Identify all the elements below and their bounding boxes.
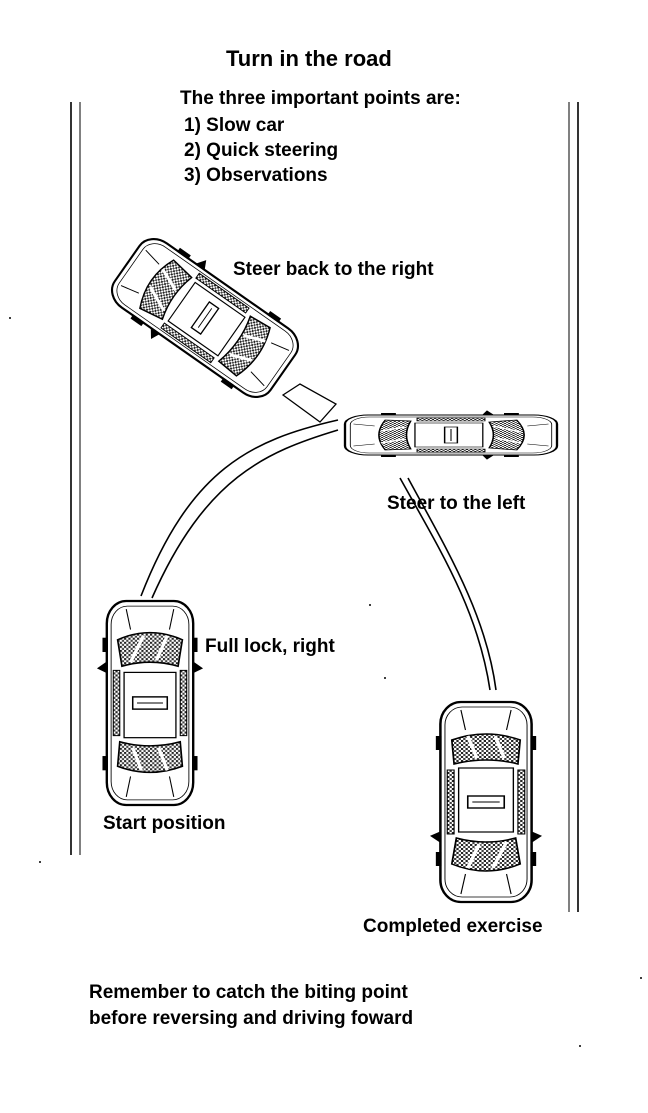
diagram-title: Turn in the road	[226, 46, 392, 71]
path-arc-final-outer	[399, 477, 491, 691]
point-quick-steering: 2) Quick steering	[184, 140, 339, 161]
note-line-2: before reversing and driving foward	[89, 1008, 414, 1029]
label-completed-exercise: Completed exercise	[363, 916, 543, 937]
turn-path	[140, 383, 497, 691]
car-start-position	[96, 599, 204, 807]
car-steer-back-right	[98, 223, 312, 413]
road-left-kerb	[70, 102, 81, 855]
label-steer-to-left: Steer to the left	[387, 493, 526, 514]
path-arc-forward-outer	[140, 419, 339, 597]
label-full-lock-right: Full lock, right	[205, 636, 335, 657]
path-arc-final-inner	[407, 477, 497, 691]
car-completed-exercise	[429, 700, 543, 904]
label-start-position: Start position	[103, 813, 226, 834]
road-right-kerb	[568, 102, 579, 912]
car-steer-to-left	[343, 409, 559, 461]
point-slow-car: 1) Slow car	[184, 115, 285, 136]
scan-specks	[9, 317, 642, 1047]
intro-text: The three important points are:	[180, 88, 461, 109]
reverse-track	[281, 383, 338, 423]
point-observations: 3) Observations	[184, 165, 328, 186]
path-arc-forward-inner	[151, 429, 339, 599]
note-line-1: Remember to catch the biting point	[89, 982, 408, 1003]
label-steer-back-right: Steer back to the right	[233, 259, 434, 280]
